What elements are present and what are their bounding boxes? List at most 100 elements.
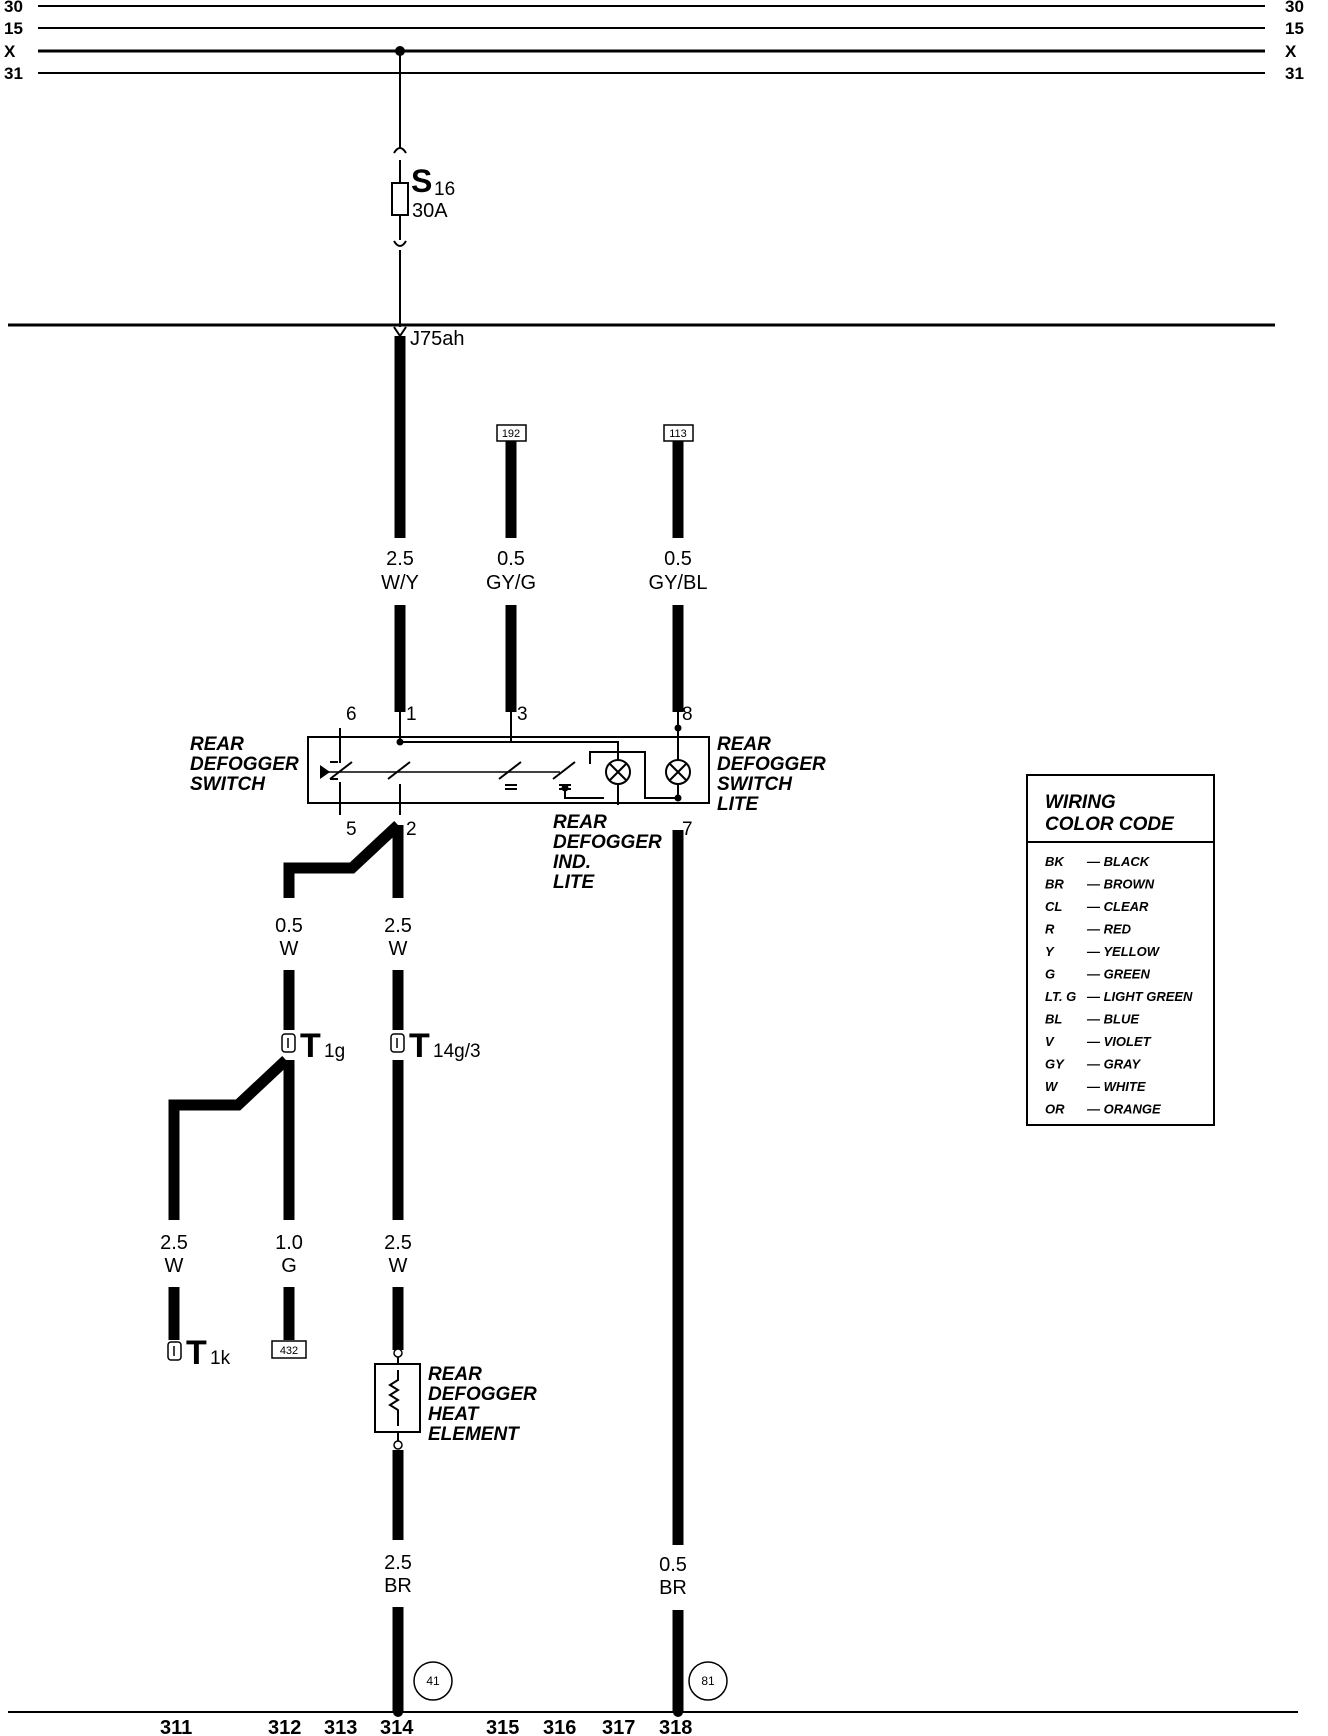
svg-text:REAR: REAR [717,734,771,755]
footer-314: 314 [380,1717,414,1736]
wire-w7-color: G [281,1255,297,1277]
splice-arrow [393,326,407,338]
switch-lite-label: REAR DEFOGGER SWITCH LITE [717,734,826,815]
switch-node-ind [561,784,569,792]
connector-t14g-icon [390,1033,405,1053]
svg-text:DEFOGGER: DEFOGGER [428,1384,537,1405]
heat-element-resistor-icon [388,1370,400,1426]
pin-3: 3 [517,704,528,725]
wire-w10-color: BR [659,1577,687,1599]
ind-lite-lamp-icon [605,759,631,785]
legend-color-name: — YELLOW [1086,944,1161,959]
legend-code: BR [1045,877,1064,892]
fuse-id-sub: 16 [434,179,455,200]
ref-192: 192 [502,428,520,440]
legend-rows: BK — BLACK BR — BROWN CL — CLEAR R — RED Y — YELL… [1045,854,1193,1117]
legend-color-name: — CLEAR [1086,899,1149,914]
svg-text:LITE: LITE [553,872,595,893]
rail-label-31-right: 31 [1285,64,1304,83]
legend-color-name: — GRAY [1086,1057,1142,1072]
footer-316: 316 [543,1717,576,1736]
svg-text:ELEMENT: ELEMENT [428,1424,520,1445]
legend-code: BL [1045,1012,1062,1027]
pin-6: 6 [346,704,357,725]
switch-node-7 [674,794,682,802]
ref-432: 432 [280,1345,298,1357]
ground-81-icon [688,1661,728,1701]
footer-313: 313 [324,1717,357,1736]
switch-lite-lamp-icon [665,759,691,785]
legend-color-name: — BLACK [1086,854,1151,869]
pin-2: 2 [406,819,417,840]
wire-w2-size: 0.5 [497,548,525,570]
svg-text:IND.: IND. [553,852,591,873]
legend-color-name: — RED [1086,922,1132,937]
heat-element-top-terminal [393,1348,403,1358]
splice-label: J75ah [410,328,465,350]
pin-7: 7 [682,819,693,840]
footer-312: 312 [268,1717,301,1736]
legend-color-name: — BLUE [1086,1012,1139,1027]
rail-label-31: 31 [4,64,23,83]
switch-label: REAR DEFOGGER SWITCH [190,734,299,795]
svg-text:REAR: REAR [190,734,244,755]
switch-actuator-arrow [320,765,330,779]
svg-text:SWITCH: SWITCH [190,774,266,795]
rail-label-x: X [4,42,16,61]
legend-color-name: — WHITE [1086,1079,1146,1094]
heat-element-label: REAR DEFOGGER HEAT ELEMENT [428,1364,537,1445]
fuse-top-connector [393,147,407,154]
wire-w4-size: 0.5 [275,915,303,937]
ground-junction-314 [393,1707,403,1717]
legend-color-name: — VIOLET [1086,1034,1152,1049]
legend-color-name: — BROWN [1086,877,1155,892]
svg-text:REAR: REAR [553,812,607,833]
wire-w4-color: W [280,938,299,960]
footer-315: 315 [486,1717,519,1736]
ref-box-432 [271,1340,307,1359]
legend-code: G [1045,967,1055,982]
rail-label-30-right: 30 [1285,0,1304,16]
pin-8: 8 [682,704,693,725]
legend-code: LT. G [1045,989,1076,1004]
switch-contact-2 [387,761,411,780]
legend-color-name: — LIGHT GREEN [1086,989,1193,1004]
legend-color-name: — ORANGE [1086,1102,1161,1117]
wiring-color-legend: WIRING COLOR CODE BK — BLACK BR — BROWN CL — … [1026,774,1215,1126]
legend-code: Y [1045,944,1055,959]
switch-lamp-return [589,751,679,799]
svg-text:REAR: REAR [428,1364,482,1385]
wire-w8-color: W [389,1255,408,1277]
switch-node-1 [396,738,404,746]
legend-box [1026,774,1215,1126]
legend-code: W [1045,1079,1059,1094]
legend-code: V [1045,1034,1055,1049]
connector-t1k-sub: 1k [210,1348,231,1369]
wire-w3-size: 0.5 [664,548,692,570]
legend-code: R [1045,922,1055,937]
wire-w7-size: 1.0 [275,1232,303,1254]
legend-code: BK [1045,854,1065,869]
pin-1: 1 [406,704,417,725]
wire-w5-color: W [389,938,408,960]
wire-w1-size: 2.5 [386,548,414,570]
legend-code: OR [1045,1102,1065,1117]
connector-t1k-id: T [186,1334,207,1372]
pin-5: 5 [346,819,357,840]
legend-code: CL [1045,899,1062,914]
switch-internal-bus [399,712,619,805]
connector-t1g-id: T [300,1027,321,1065]
ref-113: 113 [669,428,687,440]
ground-81-label: 81 [701,1674,715,1688]
legend-title-line-2: COLOR CODE [1045,814,1175,835]
wire-w3-color: GY/BL [649,572,708,594]
wire-w6-size: 2.5 [160,1232,188,1254]
connector-t1g-icon [281,1033,296,1053]
switch-contact-1 [329,761,353,780]
rail-label-15: 15 [4,19,23,38]
wire-w9-color: BR [384,1575,412,1597]
legend-title-line-1: WIRING [1045,792,1116,813]
footer-318: 318 [659,1717,692,1736]
switch-contact-4 [552,761,576,780]
connector-t1g-sub: 1g [324,1041,345,1062]
